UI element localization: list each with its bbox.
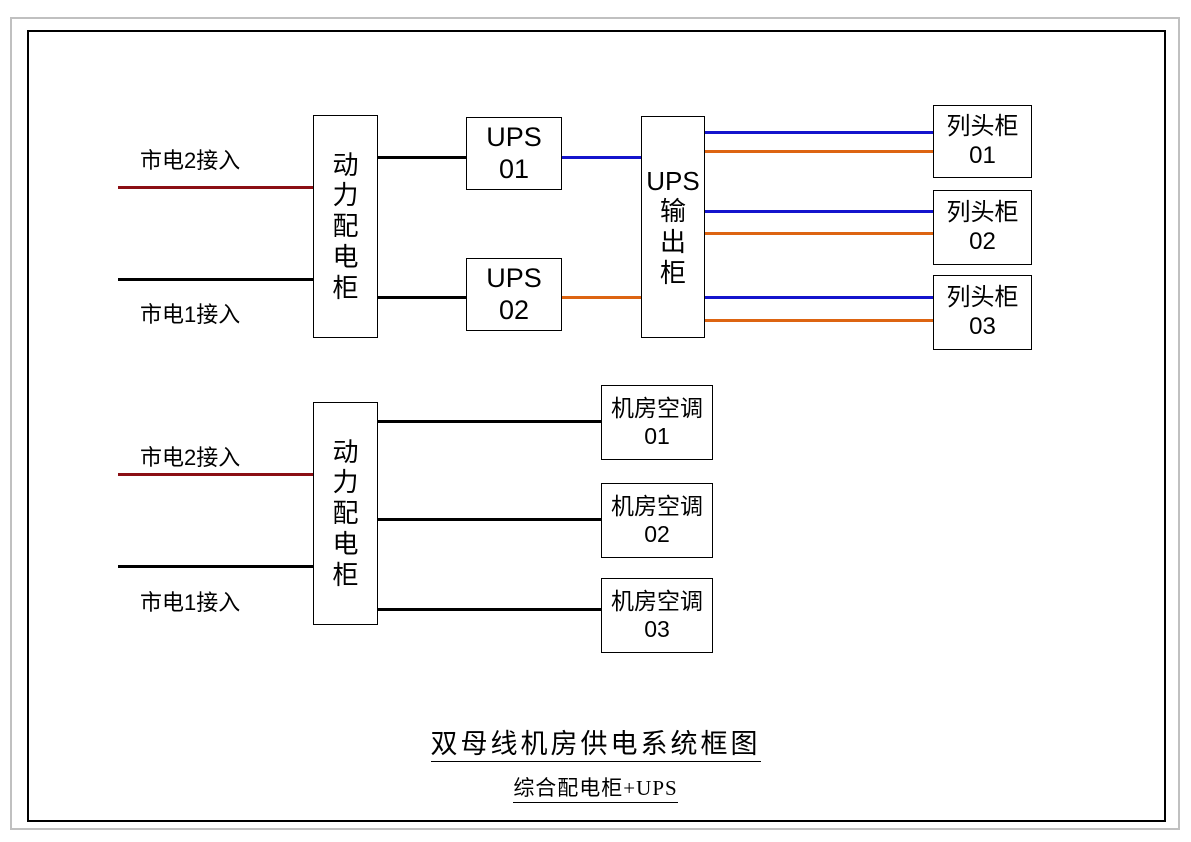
room-air-conditioner-01-id: 01 bbox=[644, 422, 670, 449]
wire-output-to-rowcab02-a bbox=[704, 210, 935, 213]
diagram-subtitle-text: 综合配电柜+UPS bbox=[513, 776, 678, 803]
ups-02-name: UPS bbox=[486, 262, 542, 293]
upper-power-distribution-cabinet[interactable]: 动 力 配 电 柜 bbox=[313, 115, 378, 338]
wire-ups01-to-output bbox=[561, 156, 643, 159]
wire-cabinet-to-ac01 bbox=[376, 420, 604, 423]
ups-02[interactable]: UPS 02 bbox=[466, 258, 562, 331]
wire-output-to-rowcab02-b bbox=[704, 232, 935, 235]
upper-mains2-label: 市电2接入 bbox=[140, 148, 241, 173]
upper-mains1-label: 市电1接入 bbox=[140, 302, 241, 327]
room-air-conditioner-01-name: 机房空调 bbox=[611, 395, 703, 422]
wire-output-to-rowcab03-a bbox=[704, 296, 935, 299]
row-head-cabinet-01[interactable]: 列头柜 01 bbox=[933, 105, 1032, 178]
diagram-title-text: 双母线机房供电系统框图 bbox=[430, 729, 761, 762]
ups-01[interactable]: UPS 01 bbox=[466, 117, 562, 190]
wire-cabinet-to-ups02 bbox=[376, 296, 468, 299]
lower-power-cabinet-c3: 配 bbox=[332, 498, 359, 529]
upper-power-cabinet-c4: 电 bbox=[332, 241, 359, 272]
room-air-conditioner-03-id: 03 bbox=[644, 615, 670, 642]
upper-mains2-wire bbox=[118, 186, 318, 189]
lower-mains1-label: 市电1接入 bbox=[140, 590, 241, 615]
room-air-conditioner-02[interactable]: 机房空调 02 bbox=[601, 483, 713, 558]
ups-02-id: 02 bbox=[498, 294, 530, 325]
room-air-conditioner-03-name: 机房空调 bbox=[611, 588, 703, 615]
wire-ups02-to-output bbox=[561, 296, 643, 299]
wire-cabinet-to-ac02 bbox=[376, 518, 604, 521]
wire-cabinet-to-ups01 bbox=[376, 156, 468, 159]
room-air-conditioner-02-name: 机房空调 bbox=[611, 493, 703, 520]
lower-power-distribution-cabinet[interactable]: 动 力 配 电 柜 bbox=[313, 402, 378, 625]
room-air-conditioner-01[interactable]: 机房空调 01 bbox=[601, 385, 713, 460]
row-head-cabinet-01-name: 列头柜 bbox=[946, 113, 1019, 141]
ups-01-id: 01 bbox=[498, 153, 530, 184]
ups-output-cabinet-l1: UPS bbox=[646, 165, 700, 196]
diagram-subtitle: 综合配电柜+UPS bbox=[0, 772, 1191, 803]
room-air-conditioner-02-id: 02 bbox=[644, 520, 670, 547]
lower-power-cabinet-c1: 动 bbox=[332, 436, 359, 467]
outer-border bbox=[10, 17, 1180, 830]
row-head-cabinet-01-id: 01 bbox=[969, 141, 996, 169]
row-head-cabinet-02-name: 列头柜 bbox=[946, 199, 1019, 227]
wire-cabinet-to-ac03 bbox=[376, 608, 604, 611]
upper-power-cabinet-c3: 配 bbox=[332, 211, 359, 242]
row-head-cabinet-02[interactable]: 列头柜 02 bbox=[933, 190, 1032, 265]
wire-output-to-rowcab01-a bbox=[704, 131, 935, 134]
upper-power-cabinet-c5: 柜 bbox=[332, 272, 359, 303]
wire-output-to-rowcab01-b bbox=[704, 150, 935, 153]
diagram-title: 双母线机房供电系统框图 bbox=[0, 722, 1191, 762]
ups-output-cabinet-l3: 出 bbox=[659, 227, 686, 257]
ups-output-cabinet[interactable]: UPS 输 出 柜 bbox=[641, 116, 705, 338]
ups-01-name: UPS bbox=[486, 121, 542, 152]
upper-power-cabinet-c1: 动 bbox=[332, 149, 359, 180]
upper-power-cabinet-c2: 力 bbox=[332, 180, 359, 211]
diagram-frame bbox=[27, 30, 1166, 822]
lower-power-cabinet-c2: 力 bbox=[332, 467, 359, 498]
row-head-cabinet-03-id: 03 bbox=[969, 312, 996, 340]
lower-mains1-wire bbox=[118, 565, 318, 568]
wire-output-to-rowcab03-b bbox=[704, 319, 935, 322]
ups-output-cabinet-l4: 柜 bbox=[659, 257, 686, 288]
room-air-conditioner-03[interactable]: 机房空调 03 bbox=[601, 578, 713, 653]
row-head-cabinet-03[interactable]: 列头柜 03 bbox=[933, 275, 1032, 350]
upper-mains1-wire bbox=[118, 278, 318, 281]
lower-mains2-label: 市电2接入 bbox=[140, 445, 241, 470]
lower-power-cabinet-c4: 电 bbox=[332, 528, 359, 559]
lower-mains2-wire bbox=[118, 473, 318, 476]
row-head-cabinet-02-id: 02 bbox=[969, 227, 996, 255]
row-head-cabinet-03-name: 列头柜 bbox=[946, 284, 1019, 312]
ups-output-cabinet-l2: 输 bbox=[659, 196, 686, 227]
lower-power-cabinet-c5: 柜 bbox=[332, 559, 359, 590]
